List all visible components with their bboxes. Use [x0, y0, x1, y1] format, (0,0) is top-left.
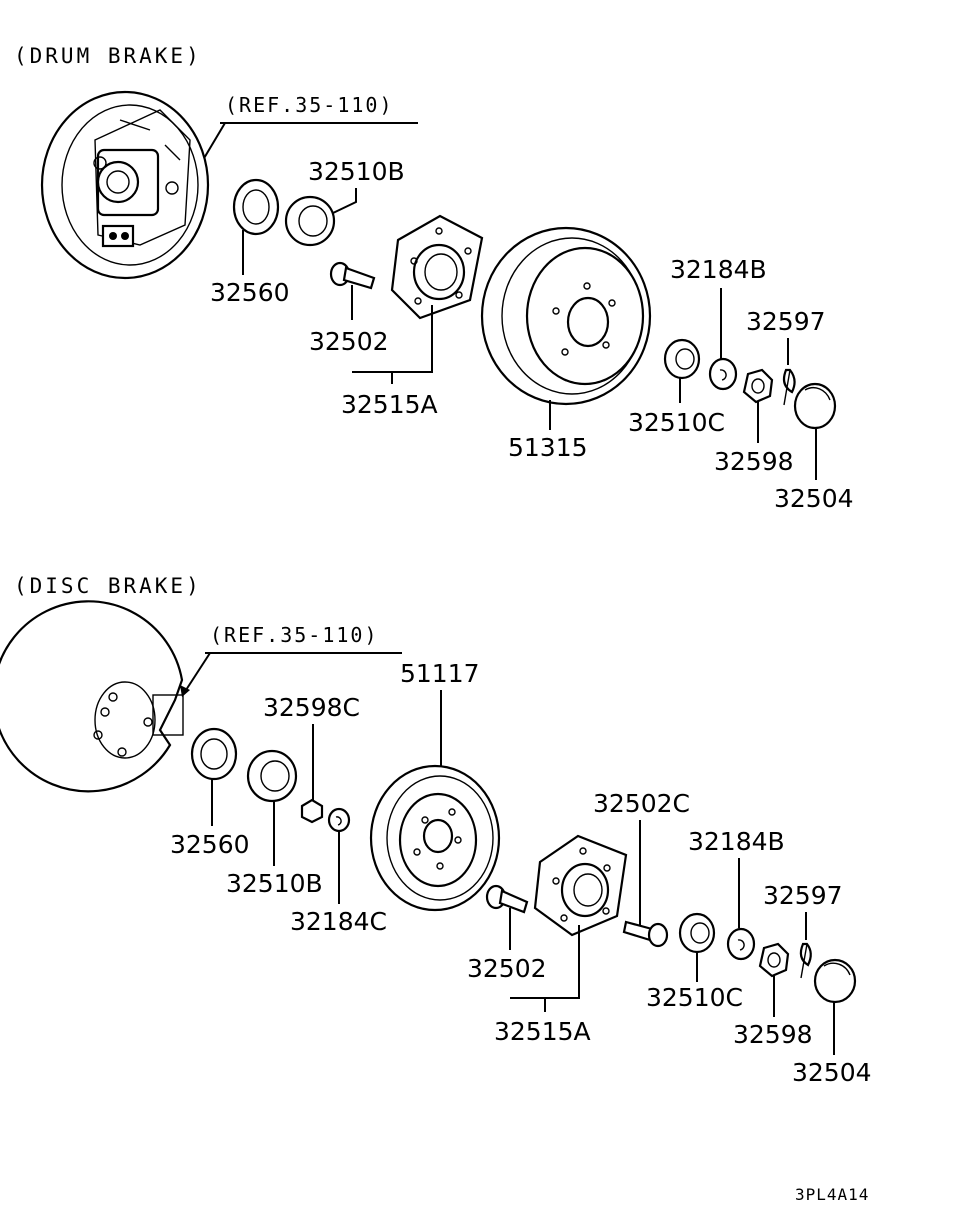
- disc-lock-nut-icon[interactable]: [300, 798, 324, 824]
- disc-label-32510B: 32510B: [226, 869, 323, 898]
- disc-label-32184B: 32184B: [688, 827, 785, 856]
- disc-dust-shield[interactable]: [0, 600, 184, 793]
- disc-ref-leader: [185, 652, 211, 691]
- disc-washer-small-icon[interactable]: [327, 807, 351, 833]
- brake-drum-icon[interactable]: [480, 226, 652, 406]
- disc-label-32598: 32598: [733, 1020, 813, 1049]
- drum-label-32597: 32597: [746, 307, 826, 336]
- disc-ref-arrowhead: [180, 685, 190, 697]
- disc-label-32598C: 32598C: [263, 693, 360, 722]
- drum-castle-nut-icon[interactable]: [742, 368, 774, 404]
- drum-hub-assembly-icon[interactable]: [390, 214, 484, 320]
- drum-outer-bearing-icon[interactable]: [663, 338, 701, 380]
- disc-label-51117: 51117: [400, 659, 480, 688]
- disc-label-32560: 32560: [170, 830, 250, 859]
- disc-label-32510C: 32510C: [646, 983, 743, 1012]
- disc-hub-bolt-icon[interactable]: [485, 884, 529, 914]
- drum-label-32515A: 32515A: [341, 390, 438, 419]
- disc-castle-nut-icon[interactable]: [758, 942, 790, 978]
- drum-label-32510C: 32510C: [628, 408, 725, 437]
- disc-outer-bearing-icon[interactable]: [678, 912, 716, 954]
- disc-label-32515A: 32515A: [494, 1017, 591, 1046]
- drum-label-32510B: 32510B: [308, 157, 405, 186]
- disc-washer-icon[interactable]: [726, 927, 756, 961]
- drum-backing-plate[interactable]: [40, 90, 210, 280]
- disc-oil-seal-icon[interactable]: [190, 727, 238, 781]
- drum-ref-note: (REF.35-110): [225, 93, 394, 117]
- drum-grease-cap-icon[interactable]: [793, 382, 837, 430]
- diagram-code: 3PL4A14: [795, 1185, 869, 1204]
- drum-oil-seal-icon[interactable]: [232, 178, 280, 236]
- disc-caliper-bolt-icon[interactable]: [622, 920, 669, 948]
- drum-32510B-leader: [332, 188, 357, 214]
- disc-section-title: (DISC BRAKE): [14, 574, 202, 598]
- drum-section-title: (DRUM BRAKE): [14, 44, 202, 68]
- disc-inner-bearing-icon[interactable]: [246, 749, 298, 803]
- disc-hub-assembly-icon[interactable]: [533, 834, 628, 937]
- brake-disc-rotor-icon[interactable]: [369, 764, 501, 912]
- disc-label-32502: 32502: [467, 954, 547, 983]
- drum-cotter-pin-icon[interactable]: [782, 368, 796, 406]
- drum-inner-bearing-icon[interactable]: [284, 195, 336, 247]
- disc-label-32504: 32504: [792, 1058, 872, 1087]
- drum-label-51315: 51315: [508, 433, 588, 462]
- drum-hub-bolt-icon[interactable]: [329, 261, 376, 290]
- disc-label-32502C: 32502C: [593, 789, 690, 818]
- disc-ref-note: (REF.35-110): [210, 623, 379, 647]
- drum-washer-icon[interactable]: [708, 357, 738, 391]
- drum-label-32560: 32560: [210, 278, 290, 307]
- drum-32515A-bracket: [352, 305, 433, 384]
- drum-label-32502: 32502: [309, 327, 389, 356]
- drum-label-32504: 32504: [774, 484, 854, 513]
- disc-cotter-pin-icon[interactable]: [799, 942, 812, 979]
- disc-label-32597: 32597: [763, 881, 843, 910]
- disc-grease-cap-icon[interactable]: [813, 958, 857, 1004]
- drum-label-32598: 32598: [714, 447, 794, 476]
- disc-32515A-bracket: [510, 925, 580, 1012]
- disc-label-32184C: 32184C: [290, 907, 387, 936]
- drum-label-32184B: 32184B: [670, 255, 767, 284]
